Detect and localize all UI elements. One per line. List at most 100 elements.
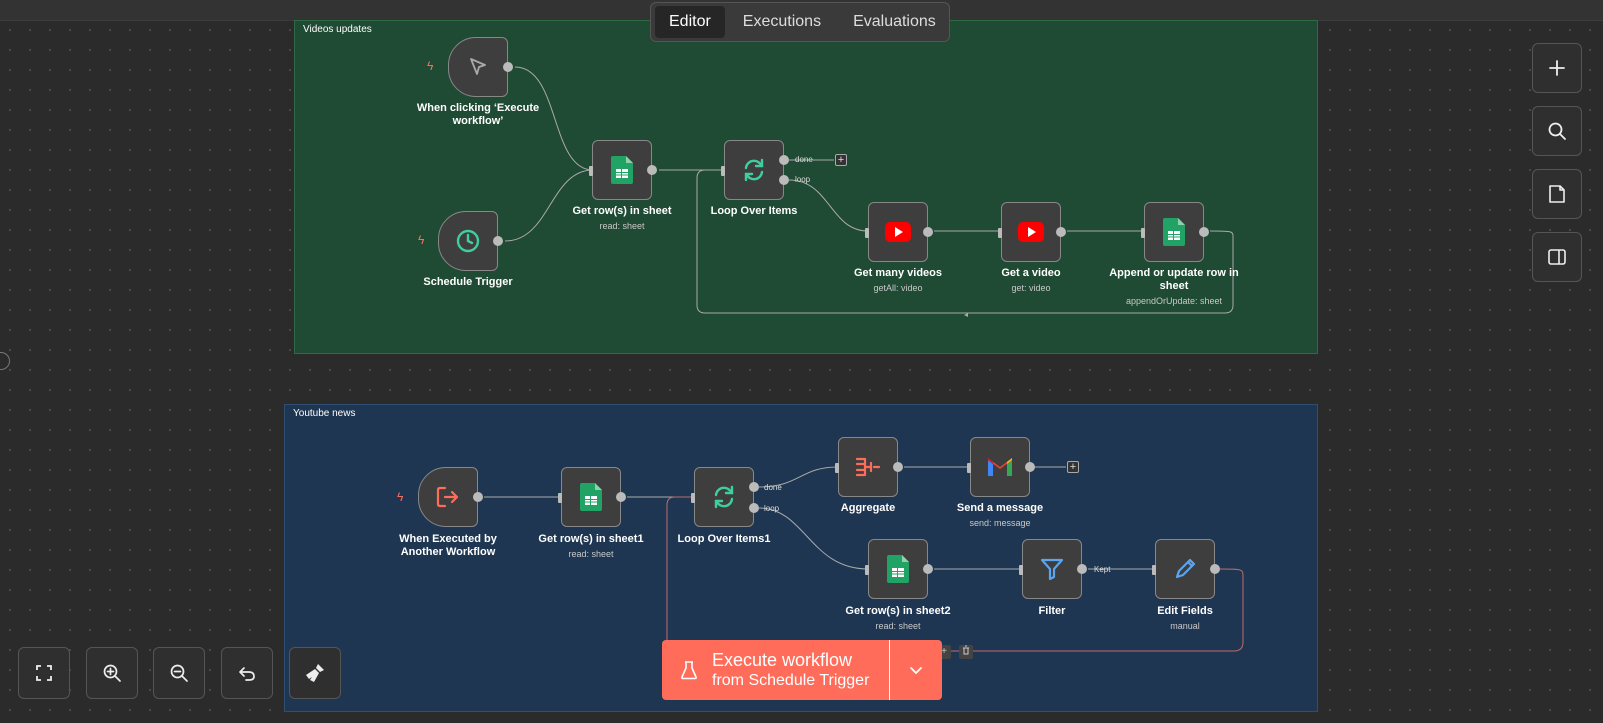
- execute-main[interactable]: Execute workflow from Schedule Trigger: [662, 640, 890, 700]
- input-handle[interactable]: [691, 493, 695, 503]
- output-handle[interactable]: [1025, 462, 1035, 472]
- connection: [696, 169, 1234, 314]
- output-handle-loop[interactable]: [779, 175, 789, 185]
- add-node-button[interactable]: +: [835, 154, 847, 166]
- edge-label-kept: Kept: [1094, 565, 1111, 574]
- node-title: Get row(s) in sheet: [572, 205, 672, 217]
- node-get-many-videos[interactable]: [865, 202, 933, 262]
- input-handle[interactable]: [967, 463, 971, 473]
- output-handle[interactable]: [493, 236, 503, 246]
- add-node-panel-button[interactable]: [1532, 43, 1582, 93]
- input-handle[interactable]: [1141, 228, 1145, 238]
- node-title: Get many videos: [853, 267, 943, 279]
- output-handle[interactable]: [1210, 564, 1220, 574]
- node-subtitle: send: message: [969, 518, 1031, 528]
- input-handle[interactable]: [835, 463, 839, 473]
- sticky-title: Videos updates: [303, 24, 372, 35]
- arrow-marker: [964, 313, 968, 317]
- node-exec-by-workflow[interactable]: [418, 467, 483, 527]
- output-handle[interactable]: [1056, 227, 1066, 237]
- loop-icon: [714, 485, 734, 509]
- tab-executions[interactable]: Executions: [742, 13, 822, 30]
- output-handle-done[interactable]: [779, 155, 789, 165]
- zoom-out-button[interactable]: [153, 647, 205, 699]
- trigger-bolt-icon: ϟ: [427, 59, 434, 73]
- node-get-a-video[interactable]: [998, 202, 1066, 262]
- plus-icon: [1549, 60, 1565, 76]
- connection: [758, 507, 869, 570]
- execute-title: Execute workflow: [712, 650, 853, 670]
- connection: [504, 169, 594, 242]
- input-handle[interactable]: [865, 565, 869, 575]
- output-handle-loop[interactable]: [749, 503, 759, 513]
- input-handle[interactable]: [558, 493, 562, 503]
- edge-label-loop: loop: [795, 175, 811, 184]
- input-handle[interactable]: [865, 228, 869, 238]
- input-handle[interactable]: [998, 228, 1002, 238]
- gmail-icon: [988, 458, 1012, 476]
- output-handle[interactable]: [616, 492, 626, 502]
- input-handle[interactable]: [589, 166, 593, 176]
- aggregate-icon: [855, 457, 881, 477]
- loop-icon: [744, 158, 764, 182]
- google-sheets-icon: [1163, 218, 1185, 246]
- trigger-bolt-icon: ϟ: [397, 490, 404, 504]
- output-handle[interactable]: [1199, 227, 1209, 237]
- node-loop-over-items[interactable]: [721, 140, 789, 200]
- zoom-in-icon: [103, 664, 121, 682]
- broom-icon: [306, 664, 324, 682]
- node-get-rows[interactable]: [589, 140, 657, 200]
- search-button[interactable]: [1532, 106, 1582, 156]
- output-handle-done[interactable]: [749, 482, 759, 492]
- execute-dropdown[interactable]: [890, 640, 942, 700]
- node-append-update-row[interactable]: [1141, 202, 1209, 262]
- input-handle[interactable]: [1019, 565, 1023, 575]
- connection: [788, 179, 869, 232]
- output-handle[interactable]: [1077, 564, 1087, 574]
- fit-view-button[interactable]: [18, 647, 70, 699]
- node-label: Aggregate: [840, 502, 896, 514]
- tidy-up-button[interactable]: [289, 647, 341, 699]
- output-handle[interactable]: [923, 564, 933, 574]
- tab-evaluations[interactable]: Evaluations: [853, 13, 936, 30]
- output-handle[interactable]: [647, 165, 657, 175]
- add-node-button[interactable]: +: [1067, 461, 1079, 473]
- input-handle[interactable]: [1152, 565, 1156, 575]
- zoom-in-button[interactable]: [86, 647, 138, 699]
- node-title: Send a message: [956, 502, 1044, 514]
- google-sheets-icon: [580, 483, 602, 511]
- node-subtitle: read: sheet: [599, 221, 645, 231]
- node-get-rows2[interactable]: [865, 539, 933, 599]
- node-manual-trigger[interactable]: [448, 37, 513, 97]
- view-tabs: Editor Executions Evaluations: [650, 2, 950, 42]
- node-filter[interactable]: [1019, 539, 1087, 599]
- node-send-message[interactable]: [967, 437, 1035, 497]
- node-get-rows1[interactable]: [558, 467, 626, 527]
- delete-connection-icon[interactable]: [959, 645, 973, 659]
- output-handle[interactable]: [923, 227, 933, 237]
- node-aggregate[interactable]: [835, 437, 903, 497]
- toggle-panel-button[interactable]: [1532, 232, 1582, 282]
- add-sticky-button[interactable]: [1532, 169, 1582, 219]
- input-handle[interactable]: [721, 166, 725, 176]
- sign-in-icon: [436, 486, 459, 508]
- tab-editor[interactable]: Editor: [655, 6, 725, 38]
- node-label: Filter: [1038, 605, 1066, 617]
- output-handle[interactable]: [503, 62, 513, 72]
- output-handle[interactable]: [473, 492, 483, 502]
- node-edit-fields[interactable]: [1152, 539, 1220, 599]
- node-label: When clicking ‘Execute workflow’: [416, 102, 540, 127]
- youtube-icon: [885, 222, 911, 242]
- node-loop-over-items1[interactable]: [691, 467, 759, 527]
- output-handle[interactable]: [893, 462, 903, 472]
- undo-icon: [239, 667, 255, 681]
- node-schedule-trigger[interactable]: [438, 211, 503, 271]
- pencil-icon: [1175, 558, 1196, 579]
- node-title: Get row(s) in sheet1: [538, 533, 644, 545]
- execute-workflow-button[interactable]: Execute workflow from Schedule Trigger: [662, 640, 942, 700]
- node-subtitle: appendOrUpdate: sheet: [1125, 296, 1223, 306]
- search-icon: [1548, 122, 1566, 140]
- undo-button[interactable]: [221, 647, 273, 699]
